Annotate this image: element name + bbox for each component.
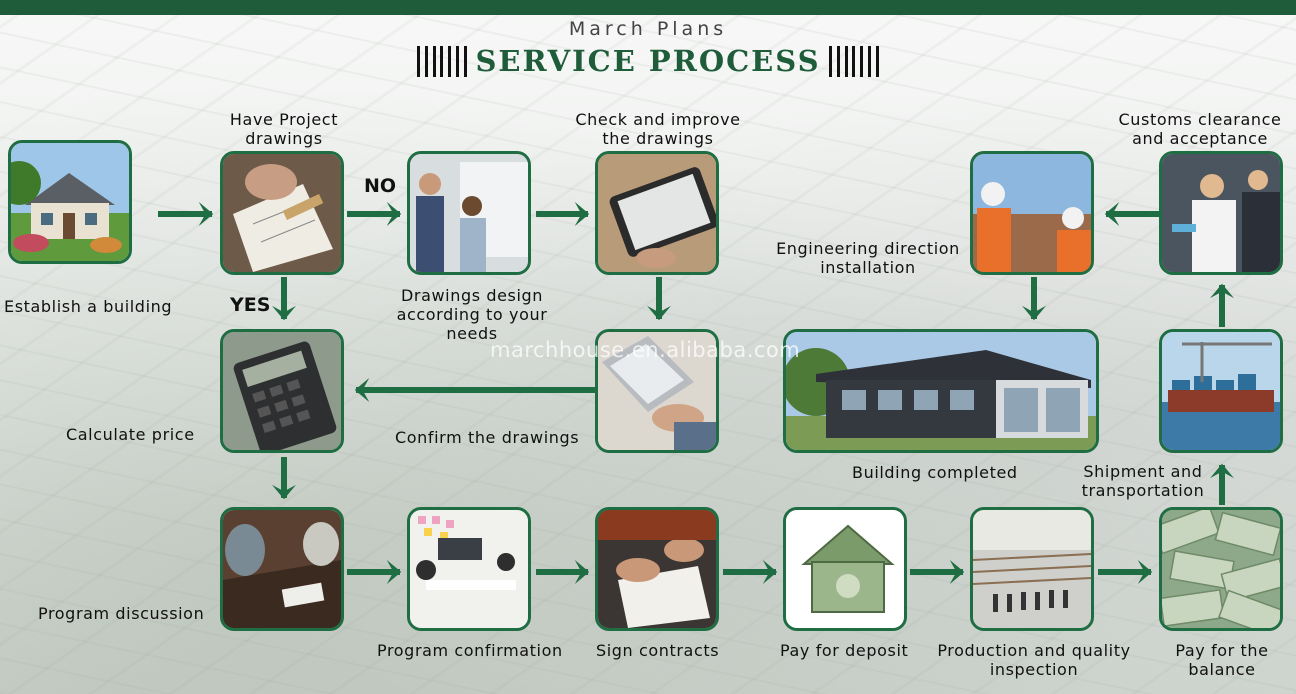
label-discussion: Program discussion [38,604,205,623]
label-establish: Establish a building [4,297,173,316]
label-completed: Building completed [852,463,1018,482]
photo-factory-inspection [970,507,1094,631]
photo-laptop [595,329,719,453]
photo-designers [407,151,531,275]
photo-calculator [220,329,344,453]
top-banner [0,0,1296,15]
label-confirm: Confirm the drawings [395,428,580,447]
label-check: Check and improve the drawings [575,110,741,148]
photo-engineers [970,151,1094,275]
photo-tablet [595,151,719,275]
photo-drawings [220,151,344,275]
photo-signing [595,507,719,631]
branch-yes-label: YES [230,294,271,316]
photo-shipping-port [1159,329,1283,453]
label-balance: Pay for the balance [1175,641,1269,679]
photo-meeting-room [407,507,531,631]
branch-no-label: NO [364,175,397,197]
label-have-drawings: Have Project drawings [229,110,339,148]
label-program-confirm: Program confirmation [377,641,563,660]
title-bars-right-icon [829,46,879,77]
photo-house [8,140,132,264]
photo-customs [1159,151,1283,275]
title-bars-left-icon [417,46,467,77]
page-title: SERVICE PROCESS [475,44,821,78]
label-calculate: Calculate price [66,425,195,444]
watermark: marchhouse.en.alibaba.com [490,338,801,362]
label-design: Drawings design according to your needs [396,286,548,343]
label-sign: Sign contracts [596,641,720,660]
label-engineering: Engineering direction installation [776,239,960,277]
photo-dollar-bills [1159,507,1283,631]
page-subtitle: March Plans [568,18,728,40]
label-shipment: Shipment and transportation [1081,462,1205,500]
photo-building-completed [783,329,1099,453]
photo-money-house [783,507,907,631]
label-production: Production and quality inspection [937,641,1131,679]
photo-discussion [220,507,344,631]
label-deposit: Pay for deposit [780,641,909,660]
label-customs: Customs clearance and acceptance [1118,110,1282,148]
